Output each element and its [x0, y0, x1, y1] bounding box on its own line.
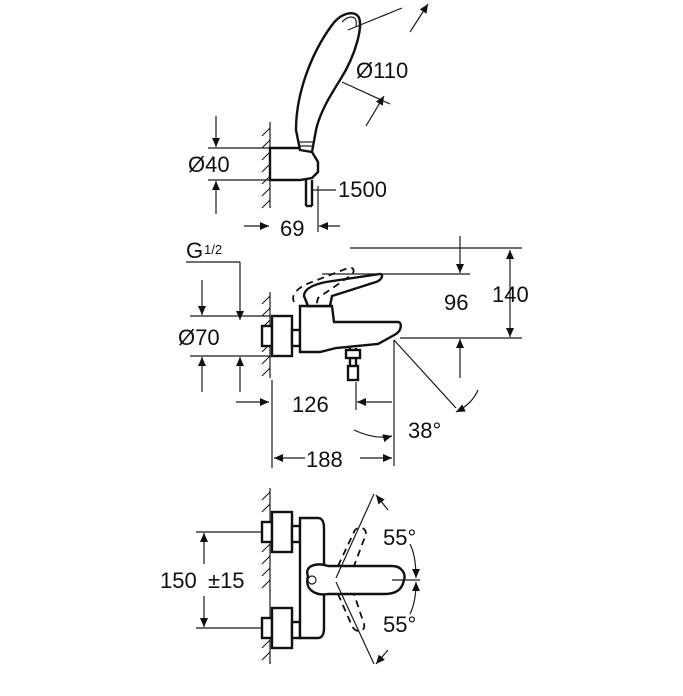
hose-length-label: 1500 [338, 177, 387, 202]
thread-label: G [186, 238, 203, 263]
mixer-side-view: G 1/2 Ø70 96 140 126 38° 18 [178, 236, 529, 472]
rosette-diameter-label: Ø70 [178, 325, 220, 350]
head-diameter-label: Ø110 [356, 58, 408, 83]
hand-shower [294, 12, 362, 154]
mixer-lever-front [306, 563, 406, 596]
center-distance-label: 150 [160, 568, 197, 593]
lever-height-label: 96 [444, 290, 468, 315]
lever-angle-down-label: 55° [383, 612, 416, 637]
lever-angle-up-label: 55° [383, 525, 416, 550]
handshower-view: Ø110 Ø40 1500 69 [188, 3, 429, 241]
mixer-front-view: 55° 55° 150 ±15 [160, 488, 420, 665]
holder-diameter-label: Ø40 [188, 152, 230, 177]
total-height-label: 140 [492, 282, 529, 307]
thread-fraction: 1/2 [204, 242, 222, 257]
lever-reach-label: 188 [306, 447, 343, 472]
mixer-lever [302, 272, 384, 308]
mixer-body [298, 304, 402, 354]
spout-reach-label: 126 [292, 392, 329, 417]
center-distance-tolerance: ±15 [208, 568, 245, 593]
spout-angle-label: 38° [408, 418, 441, 443]
projection-label: 69 [280, 216, 304, 241]
